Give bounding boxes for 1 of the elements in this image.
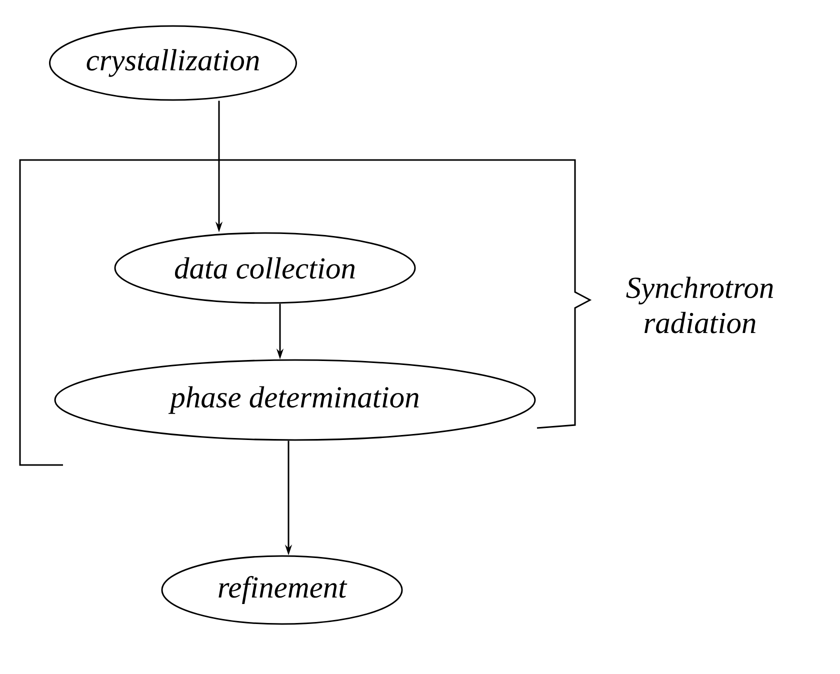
bracket-label: Synchrotron radiation: [626, 276, 773, 334]
